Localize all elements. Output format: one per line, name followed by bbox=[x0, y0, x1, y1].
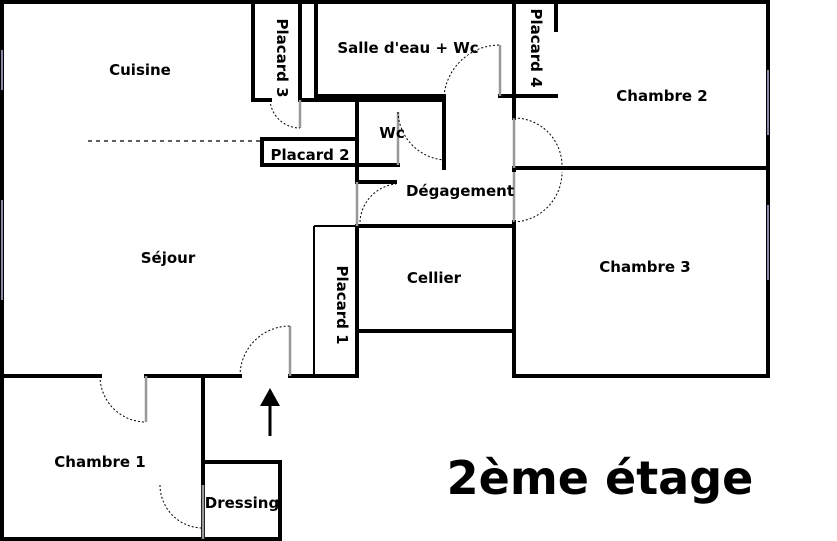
windows bbox=[1, 50, 769, 300]
room-label-salle-eau: Salle d'eau + Wc bbox=[337, 39, 478, 57]
room-label-sejour: Séjour bbox=[141, 249, 196, 267]
room-label-chambre-3: Chambre 3 bbox=[599, 258, 690, 276]
room-label-cuisine: Cuisine bbox=[109, 61, 171, 79]
room-label-degagement: Dégagement bbox=[406, 182, 514, 200]
room-label-chambre-1: Chambre 1 bbox=[54, 453, 145, 471]
room-label-placard-4: Placard 4 bbox=[527, 8, 545, 87]
doors bbox=[99, 44, 563, 539]
room-label-placard-1: Placard 1 bbox=[333, 265, 351, 344]
room-label-dressing: Dressing bbox=[205, 494, 279, 512]
room-label-chambre-2: Chambre 2 bbox=[616, 87, 707, 105]
floor-label: 2ème étage bbox=[447, 451, 754, 505]
room-label-placard-2: Placard 2 bbox=[270, 146, 349, 164]
room-label-cellier: Cellier bbox=[407, 269, 462, 287]
interior-walls bbox=[0, 0, 770, 541]
outer-walls bbox=[0, 0, 770, 541]
room-label-wc: Wc bbox=[379, 124, 404, 142]
room-label-placard-3: Placard 3 bbox=[273, 18, 291, 97]
entrance-arrow-icon bbox=[260, 388, 280, 436]
